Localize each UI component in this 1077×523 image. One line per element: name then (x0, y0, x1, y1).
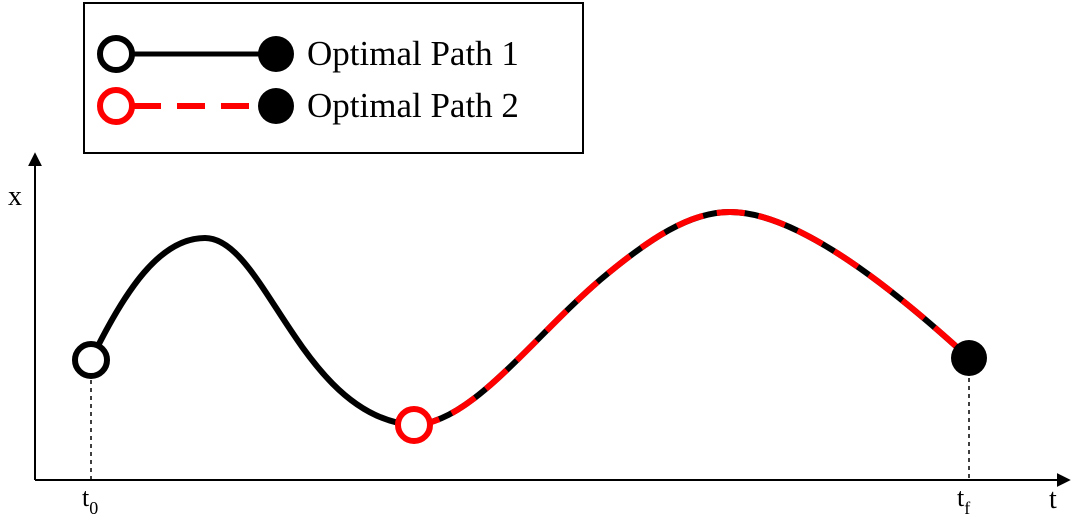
legend-item-path-2: Optimal Path 2 (97, 86, 519, 125)
legend-path-1-filled-marker (258, 36, 294, 72)
end-time-label: tf (957, 483, 970, 518)
legend-box (83, 2, 584, 154)
y-axis-label: x (8, 181, 22, 212)
legend-item-path-1: Optimal Path 1 (97, 34, 519, 73)
path-1-start-marker (72, 341, 110, 379)
path-2-start-marker (395, 406, 433, 444)
legend-path-2-label: Optimal Path 2 (307, 86, 519, 125)
x-axis-label: t (1049, 484, 1057, 515)
start-time-label: t0 (82, 483, 98, 518)
legend-path-1-label: Optimal Path 1 (307, 34, 519, 73)
legend: Optimal Path 1 Optimal Path 2 (83, 2, 584, 154)
optimal-path-1-curve (88, 208, 972, 429)
legend-path-1-open-marker (97, 35, 135, 73)
legend-path-2-open-marker (97, 87, 135, 125)
shared-end-marker (951, 340, 987, 376)
optimal-path-2-curve (411, 208, 972, 428)
legend-path-2-filled-marker (258, 88, 294, 124)
